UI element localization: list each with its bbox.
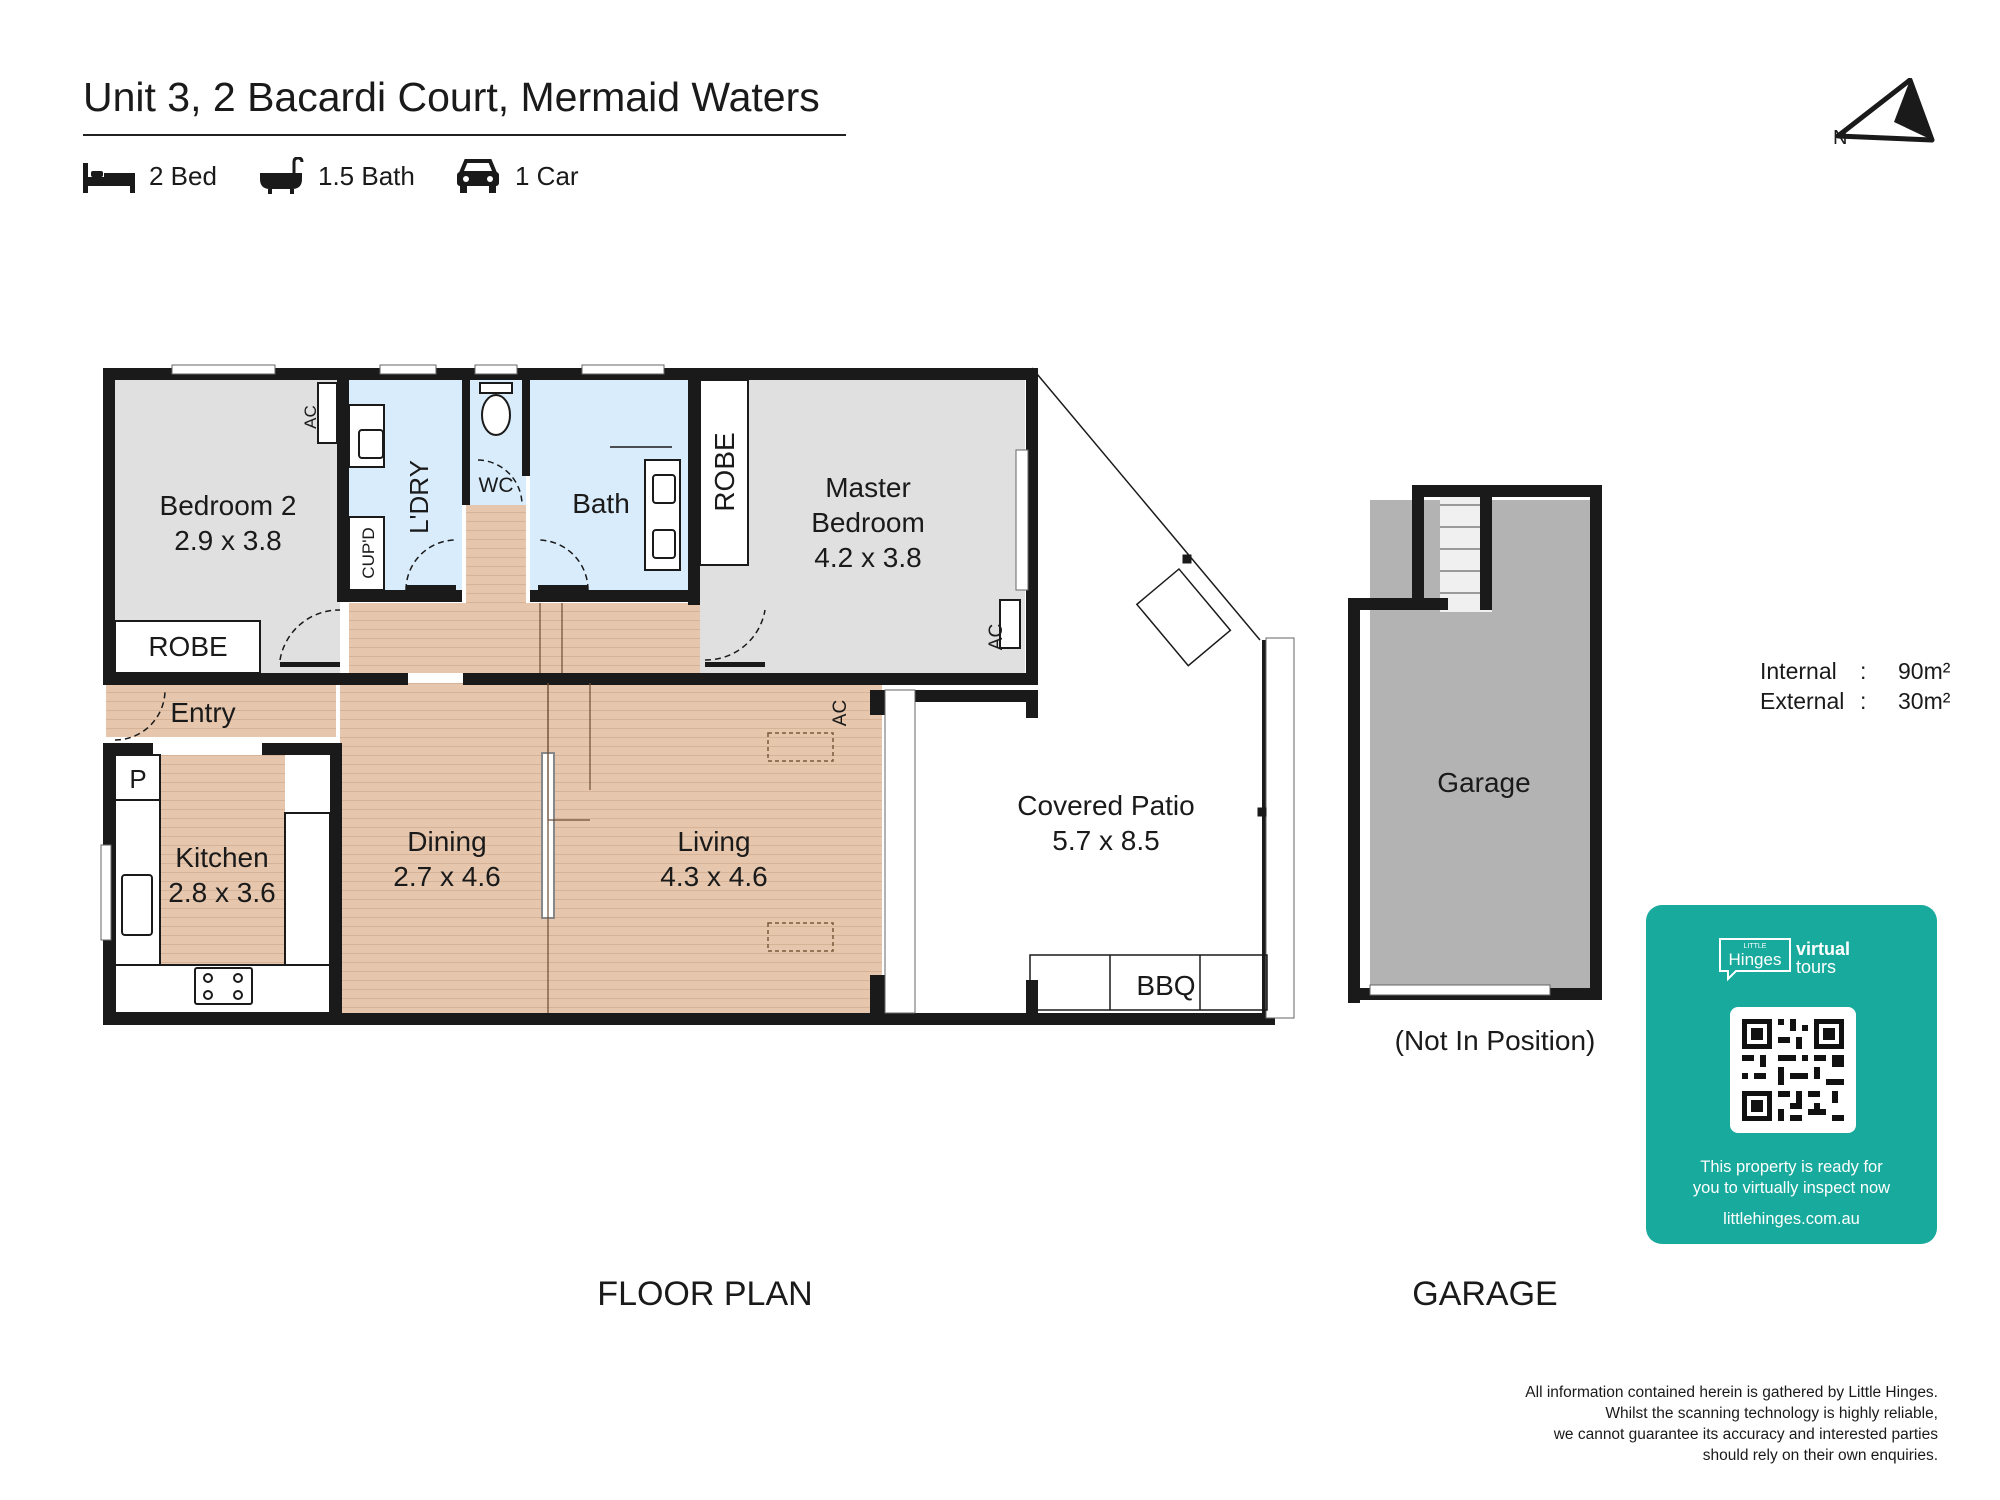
internal-area-value: 90m²	[1898, 658, 1951, 684]
bath-count: 1.5 Bath	[318, 160, 415, 191]
entry-floor	[106, 685, 336, 737]
promo-url-link[interactable]: littlehinges.com.au	[1723, 1210, 1860, 1228]
car-icon	[457, 159, 499, 193]
kitchen-dims: 2.8 x 3.6	[168, 877, 275, 908]
living-name: Living	[677, 826, 750, 857]
hallway-floor	[466, 505, 526, 605]
master-name-line1: Master	[825, 472, 911, 503]
wc-label: WC	[479, 474, 514, 497]
cupboard-label: CUP'D	[359, 527, 378, 578]
north-arrow-icon	[1835, 78, 1935, 143]
pantry-label: P	[129, 764, 146, 794]
external-area-label: External	[1760, 688, 1845, 714]
title-divider	[83, 134, 846, 136]
promo-line-1: This property is ready for	[1700, 1158, 1883, 1176]
ac-unit-bed2	[317, 382, 338, 444]
patio-outline	[1029, 367, 1268, 1011]
master-dims: 4.2 x 3.8	[814, 542, 921, 573]
logo-tours-text: tours	[1796, 957, 1836, 977]
robe-master	[699, 379, 749, 566]
little-hinges-logo: LITTLE Hinges virtual tours	[1718, 935, 1868, 985]
pantry	[114, 754, 161, 801]
garage-position-note: (Not In Position)	[1394, 1025, 1596, 1056]
door-leaves	[280, 585, 765, 667]
kitchen-island	[284, 812, 331, 966]
bed-count: 2 Bed	[149, 160, 217, 191]
external-area-value: 30m²	[1898, 688, 1951, 714]
qr-code-icon	[1742, 1019, 1844, 1121]
master-floor	[700, 380, 1025, 673]
room-labels: Bedroom 2 2.9 x 3.8 ROBE L'DRY CUP'D WC …	[129, 405, 1530, 1001]
dining-living-floor	[340, 683, 882, 1013]
garage-label: Garage	[1437, 767, 1530, 798]
internal-area-sep: :	[1860, 658, 1867, 684]
disclaimer-line: we cannot guarantee its accuracy and int…	[1553, 1426, 1938, 1443]
logo-small-text: LITTLE	[1744, 943, 1767, 950]
entry-label: Entry	[170, 697, 235, 728]
cooktop	[194, 967, 253, 1005]
toilet	[481, 394, 511, 436]
ac-label-master: AC	[986, 624, 1007, 650]
page-title: Unit 3, 2 Bacardi Court, Mermaid Waters	[83, 74, 820, 120]
garage-caption: GARAGE	[1412, 1275, 1558, 1313]
ac-unit-master	[999, 599, 1021, 649]
car-feature: 1 Car	[455, 156, 579, 196]
promo-line-2: you to virtually inspect now	[1692, 1179, 1891, 1197]
bed-icon	[83, 163, 135, 193]
sink-kitchen	[121, 874, 153, 936]
ac-label-living: AC	[830, 700, 851, 726]
internal-area-label: Internal	[1760, 658, 1837, 684]
floor-plan-caption: FLOOR PLAN	[597, 1275, 813, 1313]
qr-code[interactable]	[1730, 1007, 1856, 1133]
robe-bed2-label: ROBE	[148, 631, 227, 662]
bedroom2-name: Bedroom 2	[160, 490, 297, 521]
robe-master-label: ROBE	[709, 432, 740, 511]
disclaimer-line: All information contained herein is gath…	[1525, 1384, 1938, 1401]
cupboard	[348, 516, 385, 591]
north-label: N	[1833, 127, 1848, 149]
patio-name: Covered Patio	[1017, 790, 1194, 821]
car-count: 1 Car	[515, 160, 579, 191]
corridor-floor	[349, 603, 700, 673]
bed-feature: 2 Bed	[83, 156, 217, 196]
bath-label: Bath	[572, 488, 630, 519]
kitchen-name: Kitchen	[175, 842, 268, 873]
patio-dims: 5.7 x 8.5	[1052, 825, 1159, 856]
internal-area: Internal: 90m²	[1760, 658, 1950, 685]
bbq-label: BBQ	[1136, 970, 1195, 1001]
living-dims: 4.3 x 4.6	[660, 861, 767, 892]
master-name-line2: Bedroom	[811, 507, 925, 538]
external-area: External: 30m²	[1760, 688, 1950, 715]
disclaimer-line: should rely on their own enquiries.	[1702, 1447, 1938, 1464]
bedroom2-dims: 2.9 x 3.8	[174, 525, 281, 556]
door-swings	[114, 459, 766, 741]
steps	[539, 603, 591, 1013]
logo-speech-bubble-icon: LITTLE Hinges virtual tours	[1719, 938, 1850, 982]
robe-bed2	[114, 620, 261, 674]
disclaimer-line: Whilst the scanning technology is highly…	[1605, 1405, 1938, 1422]
logo-virtual-text: virtual	[1796, 939, 1850, 959]
disclaimer: All information contained herein is gath…	[1350, 1382, 1938, 1466]
bath-feature: 1.5 Bath	[258, 156, 415, 196]
promo-message: This property is ready for you to virtua…	[1656, 1157, 1927, 1199]
virtual-tour-promo[interactable]: LITTLE Hinges virtual tours T	[1646, 905, 1937, 1244]
logo-brand-text: Hinges	[1729, 950, 1782, 969]
fixtures	[114, 379, 1021, 1014]
windows	[100, 364, 1551, 1019]
dining-dims: 2.7 x 4.6	[393, 861, 500, 892]
dining-name: Dining	[407, 826, 486, 857]
ac-label-bed2: AC	[301, 405, 320, 429]
laundry-label: L'DRY	[404, 460, 434, 534]
external-area-sep: :	[1860, 688, 1867, 714]
bathtub-icon	[260, 157, 304, 194]
kitchen-floor	[160, 755, 285, 965]
